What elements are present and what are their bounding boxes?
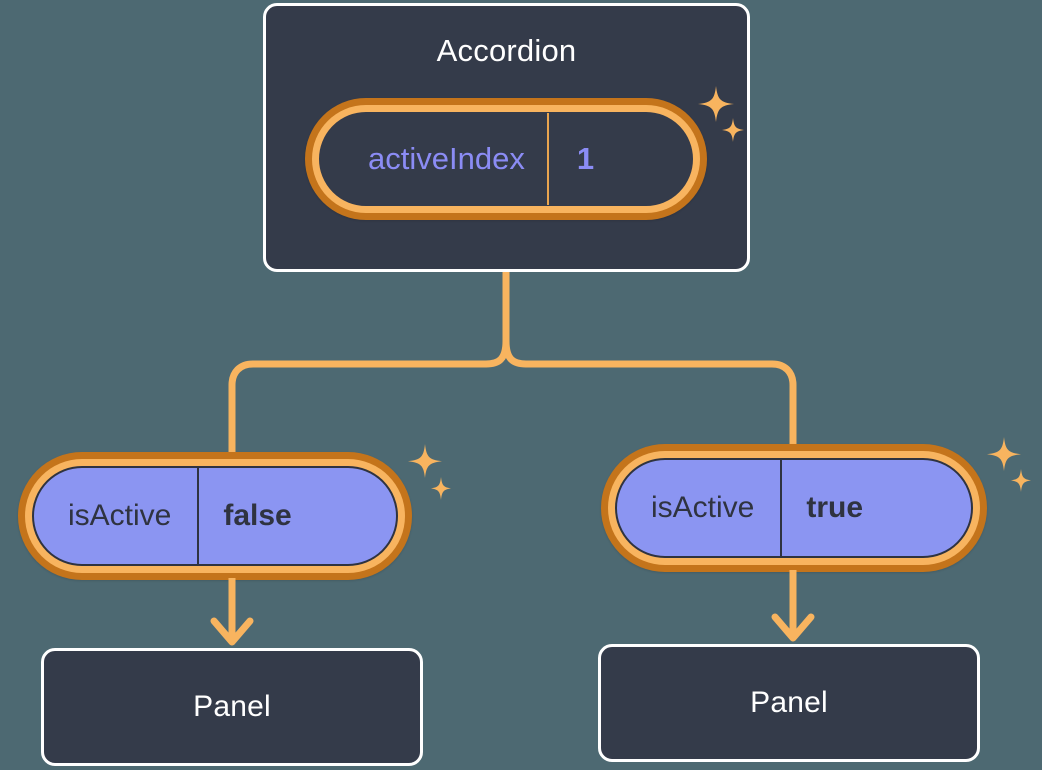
sparkle-right-state-group [983, 435, 1041, 497]
state-key-label: activeIndex [368, 141, 525, 176]
panel-node-right[interactable]: Panel [598, 644, 980, 762]
pill-divider [546, 113, 549, 205]
pill-body: isActive false [32, 466, 398, 566]
panel-title: Panel [193, 690, 271, 723]
pill-divider [780, 460, 783, 556]
pill-body: activeIndex 1 [319, 112, 693, 206]
panel-node-left[interactable]: Panel [41, 648, 423, 766]
connector-branch-left [228, 337, 510, 456]
pill-ring-inner: activeIndex 1 [312, 105, 700, 213]
accordion-title: Accordion [436, 33, 577, 68]
panel-title: Panel [750, 686, 828, 719]
state-key-label: isActive [68, 499, 172, 532]
connector-branch-right [502, 337, 797, 448]
sparkle-left-state-group [403, 443, 463, 505]
sparkle-four-point-star-icon [408, 444, 451, 500]
pill-divider [197, 468, 200, 564]
state-value-label: 1 [576, 141, 595, 176]
state-pill-isactive-right[interactable]: isActive true [601, 444, 987, 572]
sparkle-four-point-star-icon [987, 437, 1031, 492]
state-key-label: isActive [651, 491, 755, 524]
pill-ring-inner: isActive false [25, 459, 405, 573]
pill-body: isActive true [615, 458, 973, 558]
arrow-down-icon-right [771, 570, 815, 642]
arrow-down-icon-left [210, 578, 254, 646]
state-value-label: true [806, 491, 864, 524]
state-value-label: false [223, 499, 292, 532]
pill-ring-inner: isActive true [608, 451, 980, 565]
state-pill-activeindex[interactable]: activeIndex 1 [305, 98, 707, 220]
state-pill-isactive-left[interactable]: isActive false [18, 452, 412, 580]
